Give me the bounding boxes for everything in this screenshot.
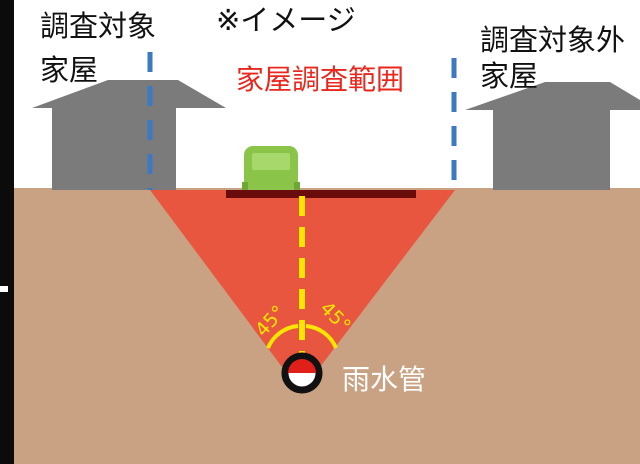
left-frame-edge (0, 0, 14, 464)
target-house-label-line2: 家屋 (40, 53, 99, 87)
road-surface (226, 190, 416, 198)
non-target-house (465, 82, 640, 190)
vehicle-icon (242, 146, 300, 191)
target-house (32, 80, 226, 190)
non-target-house-label-line2: 家屋 (480, 59, 539, 93)
survey-zone (150, 190, 455, 367)
survey-range-label: 家屋調査範囲 (236, 63, 405, 96)
pipe-icon (281, 352, 323, 394)
image-note: ※イメージ (216, 3, 356, 37)
left-angle-arc (266, 324, 299, 349)
right-angle-arc (305, 324, 338, 349)
non-target-house-label-line1: 調査対象外 (480, 23, 626, 57)
frame-notch (0, 286, 8, 292)
pipe-label: 雨水管 (342, 363, 427, 396)
target-house-label-line1: 調査対象 (40, 9, 157, 43)
